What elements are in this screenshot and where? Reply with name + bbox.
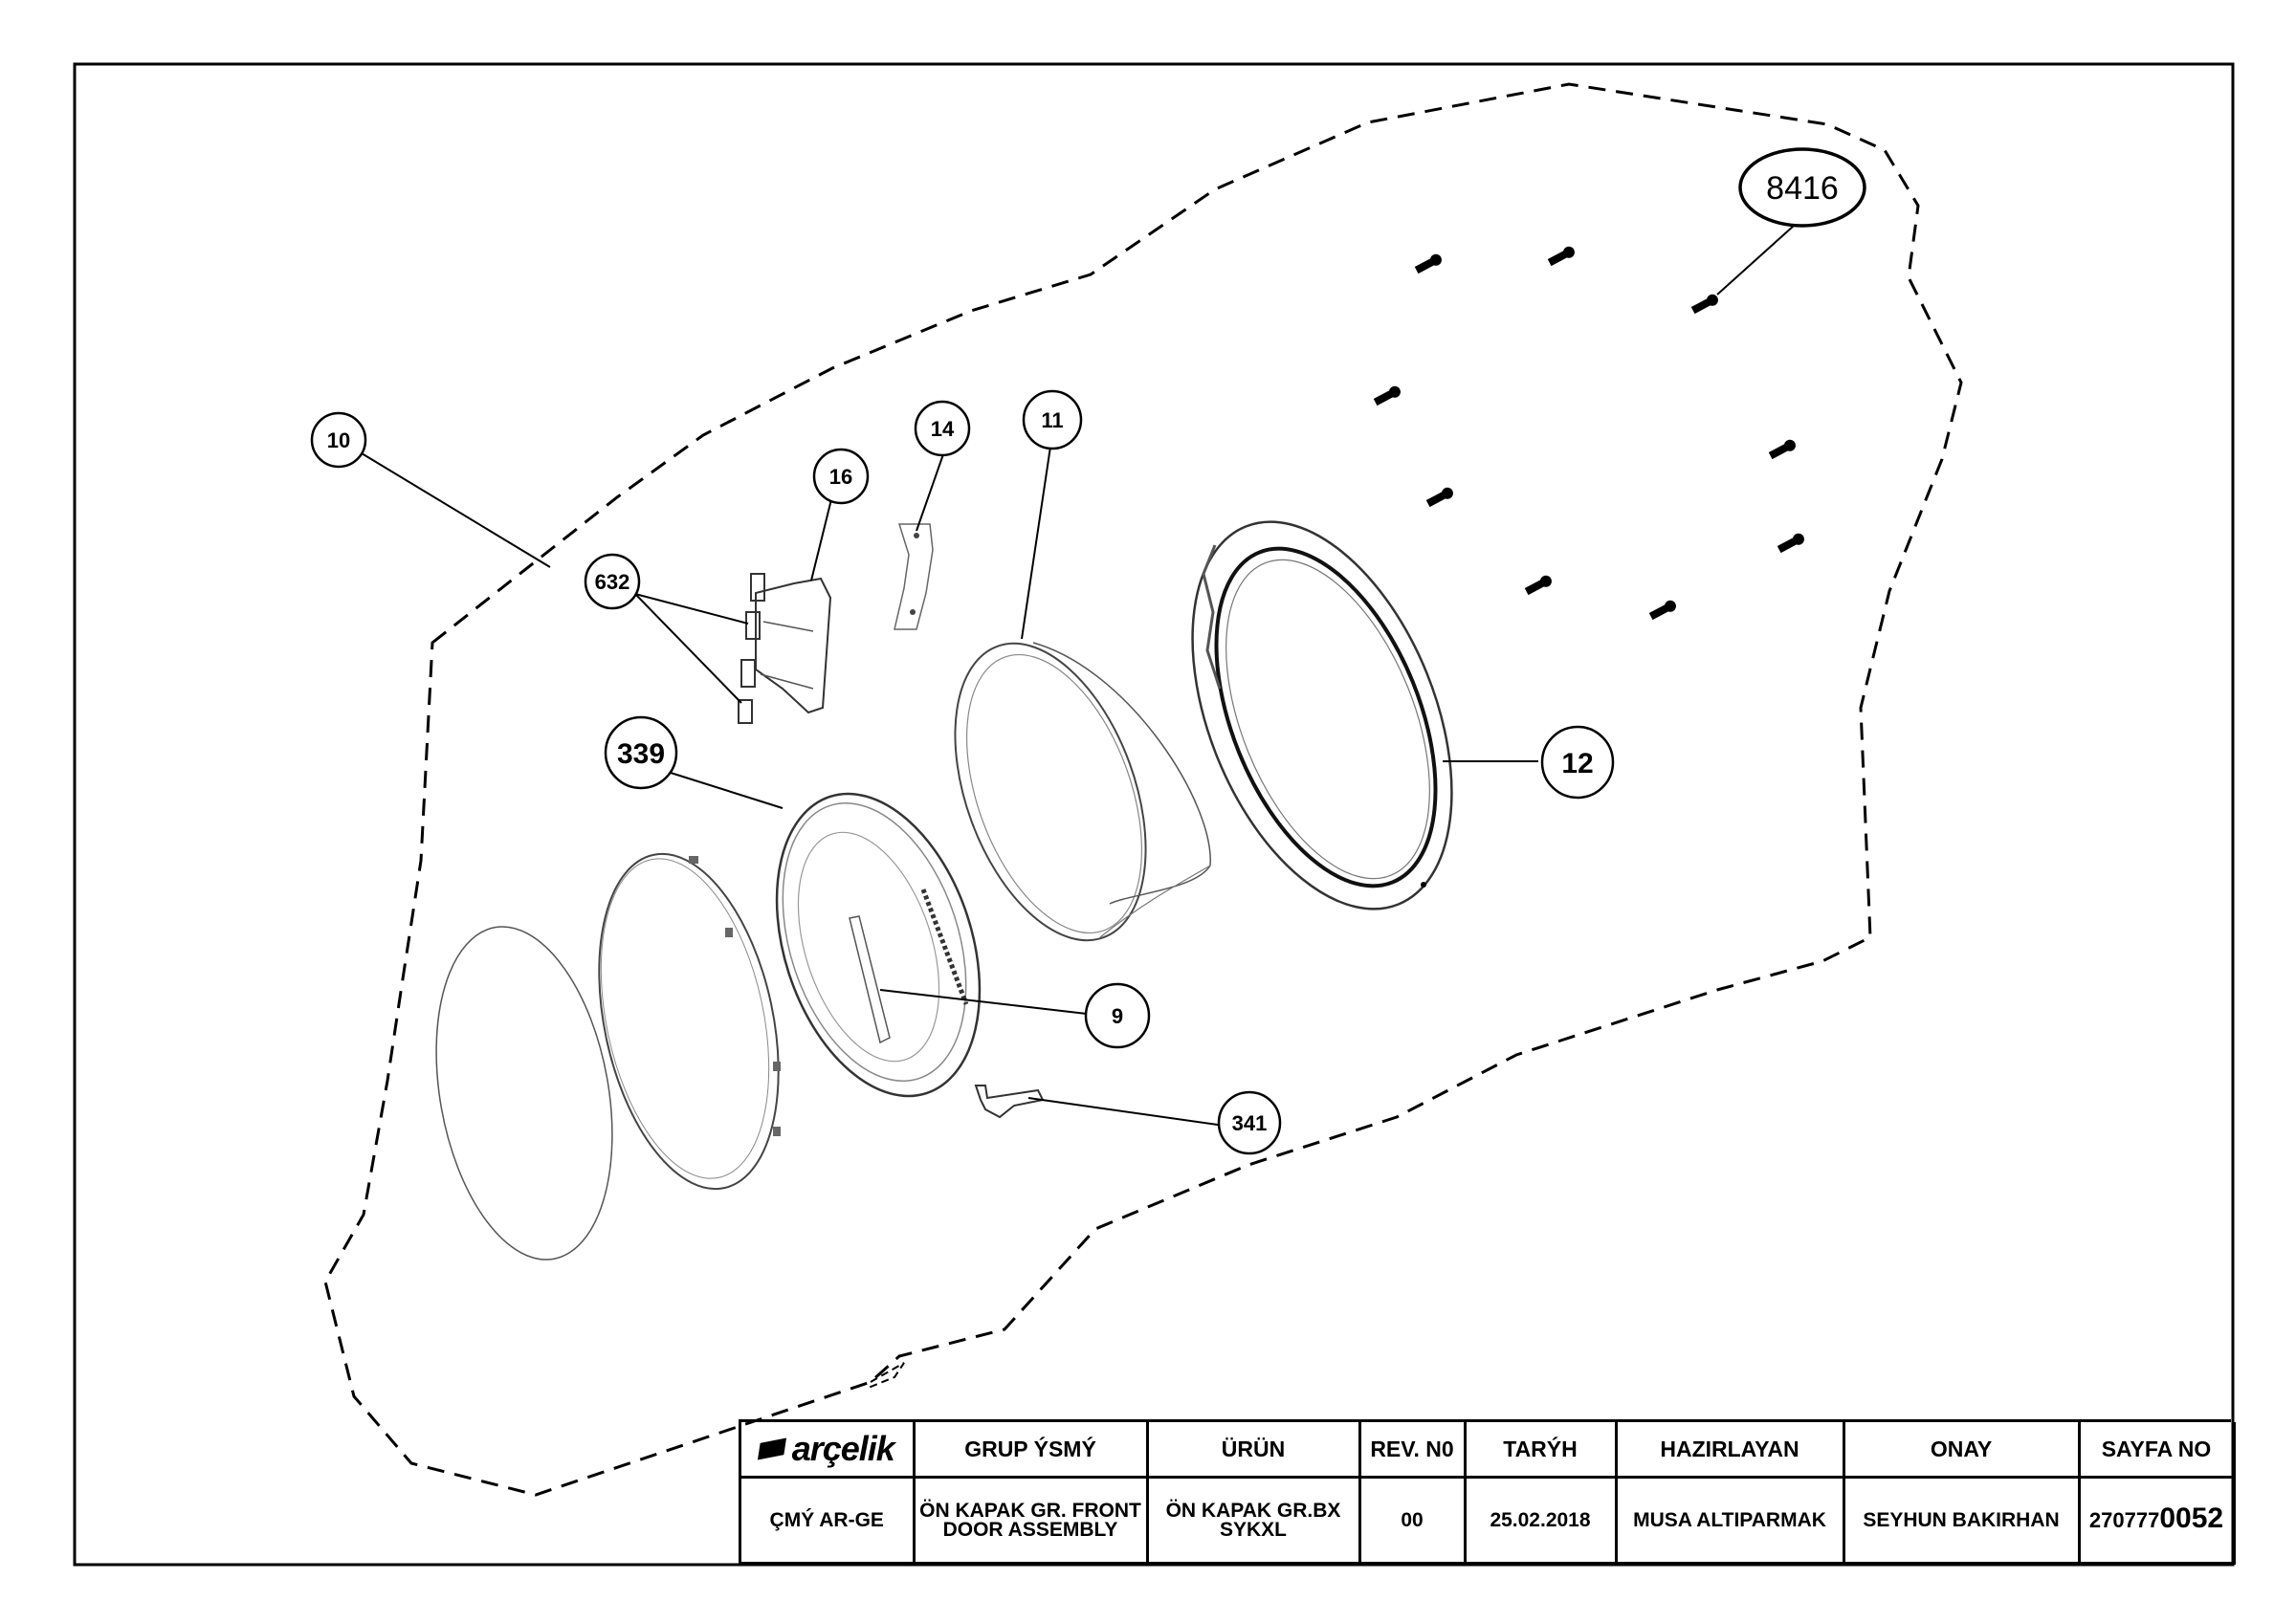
prepared-by-value: MUSA ALTIPARMAK xyxy=(1616,1477,1845,1565)
callout-11-label: 11 xyxy=(1041,408,1063,432)
front-door-frame xyxy=(775,792,982,1098)
page-no-value: 2707770052 xyxy=(2079,1477,2236,1565)
callout-14-label: 14 xyxy=(931,417,955,441)
arcelik-logo-icon xyxy=(757,1437,786,1460)
drawing-frame xyxy=(73,62,2235,1567)
rev-value: 00 xyxy=(1359,1477,1467,1565)
prepared-by-header: HAZIRLAYAN xyxy=(1616,1422,1845,1479)
callout-341: 341 xyxy=(1217,1090,1282,1155)
leader-lines xyxy=(361,225,1795,1127)
title-block: arçelik GRUP ÝSMÝ ÜRÜN REV. N0 TARÝH HAZ… xyxy=(739,1419,2236,1565)
door-hook xyxy=(974,1085,1045,1119)
callout-632: 632 xyxy=(584,553,641,610)
date-header: TARÝH xyxy=(1465,1422,1618,1479)
product-value: ÖN KAPAK GR.BX SYKXL xyxy=(1147,1477,1361,1565)
page-no-suffix: 0052 xyxy=(2159,1502,2224,1534)
logo-cell: arçelik xyxy=(741,1422,916,1479)
product-header: ÜRÜN xyxy=(1147,1422,1361,1479)
page-no-header: SAYFA NO xyxy=(2079,1422,2236,1479)
assembly-boundary-dashed xyxy=(323,82,1963,1497)
callout-11: 11 xyxy=(1022,389,1083,450)
logo-text: arçelik xyxy=(791,1429,895,1468)
lock-bracket xyxy=(894,523,934,630)
callout-8416: 8416 xyxy=(1738,147,1866,228)
screws xyxy=(1373,246,1804,621)
group-name-header: GRUP ÝSMÝ xyxy=(914,1422,1149,1479)
door-glass-bowl xyxy=(954,642,1211,942)
callout-16-label: 16 xyxy=(829,465,852,489)
callout-9: 9 xyxy=(1084,982,1151,1049)
rev-header: REV. N0 xyxy=(1359,1422,1467,1479)
department-value: ÇMÝ AR-GE xyxy=(741,1477,916,1565)
callout-16: 16 xyxy=(812,448,870,505)
callout-339-label: 339 xyxy=(617,738,665,770)
approval-header: ONAY xyxy=(1843,1422,2081,1479)
callout-12: 12 xyxy=(1540,725,1615,800)
callout-14: 14 xyxy=(914,400,971,457)
callout-339: 339 xyxy=(604,715,678,790)
callout-9-label: 9 xyxy=(1112,1004,1123,1028)
inner-door-panel xyxy=(598,852,781,1191)
date-value: 25.02.2018 xyxy=(1465,1477,1618,1565)
callout-10: 10 xyxy=(310,411,367,469)
callout-341-label: 341 xyxy=(1232,1111,1268,1135)
callout-10-label: 10 xyxy=(327,428,350,452)
door-hinge xyxy=(738,573,832,724)
assembly-boundary-notch xyxy=(865,1362,905,1390)
door-outer-ring xyxy=(1191,520,1453,910)
page-no-prefix: 270777 xyxy=(2088,1508,2160,1532)
approval-value: SEYHUN BAKIRHAN xyxy=(1843,1477,2081,1565)
callout-12-label: 12 xyxy=(1561,748,1593,779)
outer-door-glass xyxy=(435,926,613,1261)
callout-632-label: 632 xyxy=(595,570,630,594)
group-name-value: ÖN KAPAK GR. FRONT DOOR ASSEMBLY xyxy=(914,1477,1149,1565)
callout-8416-label: 8416 xyxy=(1766,170,1839,207)
